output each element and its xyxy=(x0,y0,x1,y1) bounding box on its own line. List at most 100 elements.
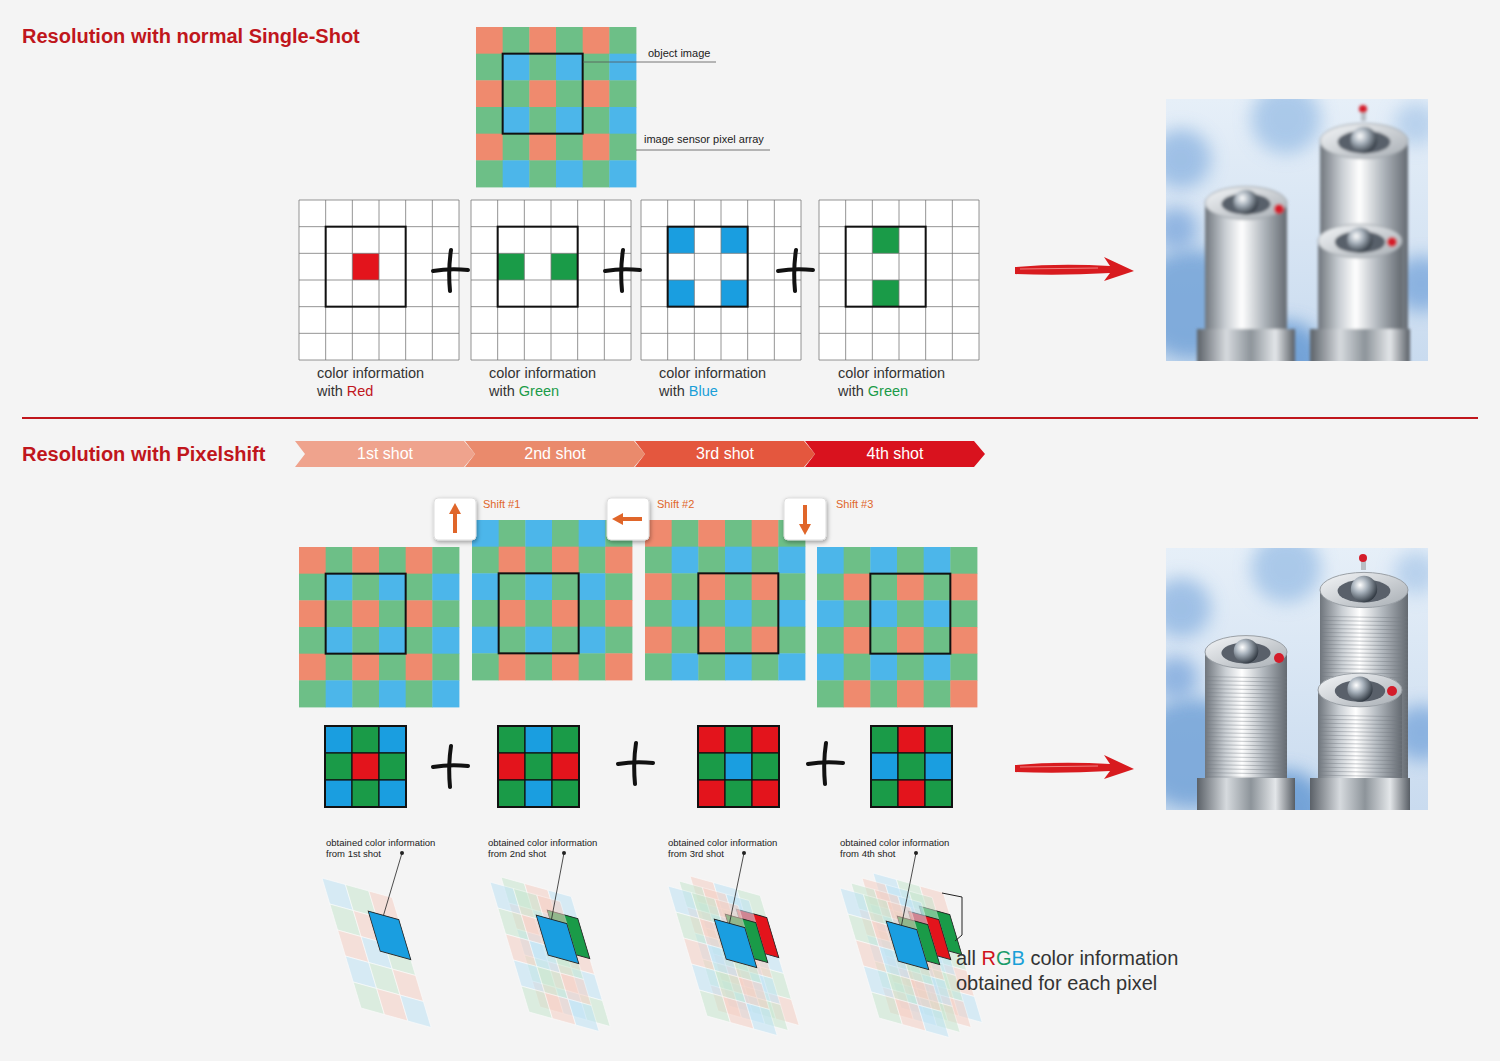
shot-chevron: 2nd shot xyxy=(465,441,645,467)
grid-line xyxy=(471,360,631,361)
cylinder-cap xyxy=(1205,636,1287,669)
pale-pixel xyxy=(400,995,431,1028)
thread-line xyxy=(1318,755,1402,757)
grid-caption: color information with Blue xyxy=(659,364,794,400)
sensor-pixel xyxy=(752,600,779,627)
thread-line xyxy=(1205,773,1287,775)
sensor-pixel xyxy=(950,547,977,574)
sensor-pixel xyxy=(326,574,353,601)
background-blur xyxy=(1251,99,1321,154)
sensor-pixel xyxy=(556,54,583,81)
sensor-pixel xyxy=(432,574,459,601)
thread-line xyxy=(1320,616,1408,618)
thread-line xyxy=(1320,620,1408,622)
red-dot xyxy=(1359,105,1367,113)
thread-line xyxy=(1205,721,1287,723)
sensor-pixel xyxy=(503,80,530,107)
obtained-pixel xyxy=(368,911,411,960)
object-frame xyxy=(668,227,748,307)
sensor-pixel xyxy=(352,574,379,601)
thread-line xyxy=(1205,769,1287,771)
color-cell xyxy=(498,253,525,280)
steel-ball xyxy=(1351,576,1377,602)
thread-line xyxy=(1320,668,1408,670)
steel-ball xyxy=(1351,127,1377,153)
sensor-pixel xyxy=(778,600,805,627)
thread-line xyxy=(1205,689,1287,691)
sensor-pixel xyxy=(605,600,632,627)
sensor-pixel xyxy=(609,107,636,134)
sensor-pixel xyxy=(529,27,556,54)
layer-stack xyxy=(668,876,799,1036)
shot-label: 1st shot xyxy=(357,445,413,463)
sensor-pixel xyxy=(583,80,610,107)
sensor-pixel xyxy=(579,520,606,547)
plus-sign xyxy=(433,746,468,787)
shift-arrow xyxy=(622,517,642,521)
sensor-pixel xyxy=(552,653,579,680)
sensor-pixel xyxy=(752,653,779,680)
sensor-pixel xyxy=(897,680,924,707)
thread-line xyxy=(1205,697,1287,699)
thread-line xyxy=(1205,693,1287,695)
sensor-pixel xyxy=(406,654,433,681)
thread-line xyxy=(1320,628,1408,630)
sensor-pixel xyxy=(472,653,499,680)
sensor-pixel xyxy=(379,627,406,654)
obtained-pixel xyxy=(752,726,779,753)
sensor-pixel xyxy=(579,547,606,574)
object-frame xyxy=(846,227,926,307)
grid-border xyxy=(698,726,779,807)
obtained-pixel xyxy=(379,753,406,780)
shift-icon xyxy=(607,498,649,540)
sensor-pixel xyxy=(476,107,503,134)
plus-stroke xyxy=(621,250,623,291)
layer-stack xyxy=(322,878,431,1028)
sensor-pixel xyxy=(672,520,699,547)
obtained-pixel xyxy=(925,726,952,753)
sensor-pixel xyxy=(556,107,583,134)
sensor-pixel xyxy=(552,627,579,654)
grid-line xyxy=(299,333,459,334)
sensor-pixel-array xyxy=(476,27,636,187)
sensor-pixel xyxy=(432,547,459,574)
sensor-pixel xyxy=(605,653,632,680)
shot-label: 2nd shot xyxy=(524,445,585,463)
sensor-pixel xyxy=(556,160,583,187)
sensor-pixel xyxy=(552,573,579,600)
obtained-pixel xyxy=(352,780,379,807)
shift-box xyxy=(434,498,476,540)
sensor-pixel xyxy=(299,680,326,707)
grid-line xyxy=(604,200,605,360)
plus-stroke xyxy=(824,743,826,784)
thread-line xyxy=(1320,640,1408,642)
grid-line xyxy=(819,280,979,281)
steel-ball xyxy=(1234,190,1259,215)
sensor-pixel xyxy=(672,600,699,627)
shift-label: Shift #1 xyxy=(483,498,520,511)
cylinder-cap xyxy=(1320,123,1408,158)
callout-label: image sensor pixel array xyxy=(644,133,764,146)
thread-line xyxy=(1205,705,1287,707)
steel-ball xyxy=(1234,639,1259,664)
object-frame xyxy=(326,227,406,307)
thread-line xyxy=(1320,648,1408,650)
sensor-pixel xyxy=(579,600,606,627)
shift-arrow xyxy=(453,513,457,533)
plus-stroke xyxy=(449,250,451,291)
sensor-pixel xyxy=(432,654,459,681)
chevron-fill xyxy=(295,441,475,467)
hex-nut xyxy=(1197,329,1295,361)
sensor-pixel xyxy=(556,80,583,107)
sensor-pixel-array xyxy=(299,547,459,707)
thread-line xyxy=(1205,701,1287,703)
pale-pixel xyxy=(746,1003,777,1036)
summary-note: all RGB color information obtained for e… xyxy=(956,946,1218,996)
sensor-pixel xyxy=(472,627,499,654)
text-part: G xyxy=(996,947,1012,969)
obtained-pixel xyxy=(898,780,925,807)
thread-line xyxy=(1320,644,1408,646)
sensor-pixel xyxy=(924,627,951,654)
obtained-pixel xyxy=(552,753,579,780)
